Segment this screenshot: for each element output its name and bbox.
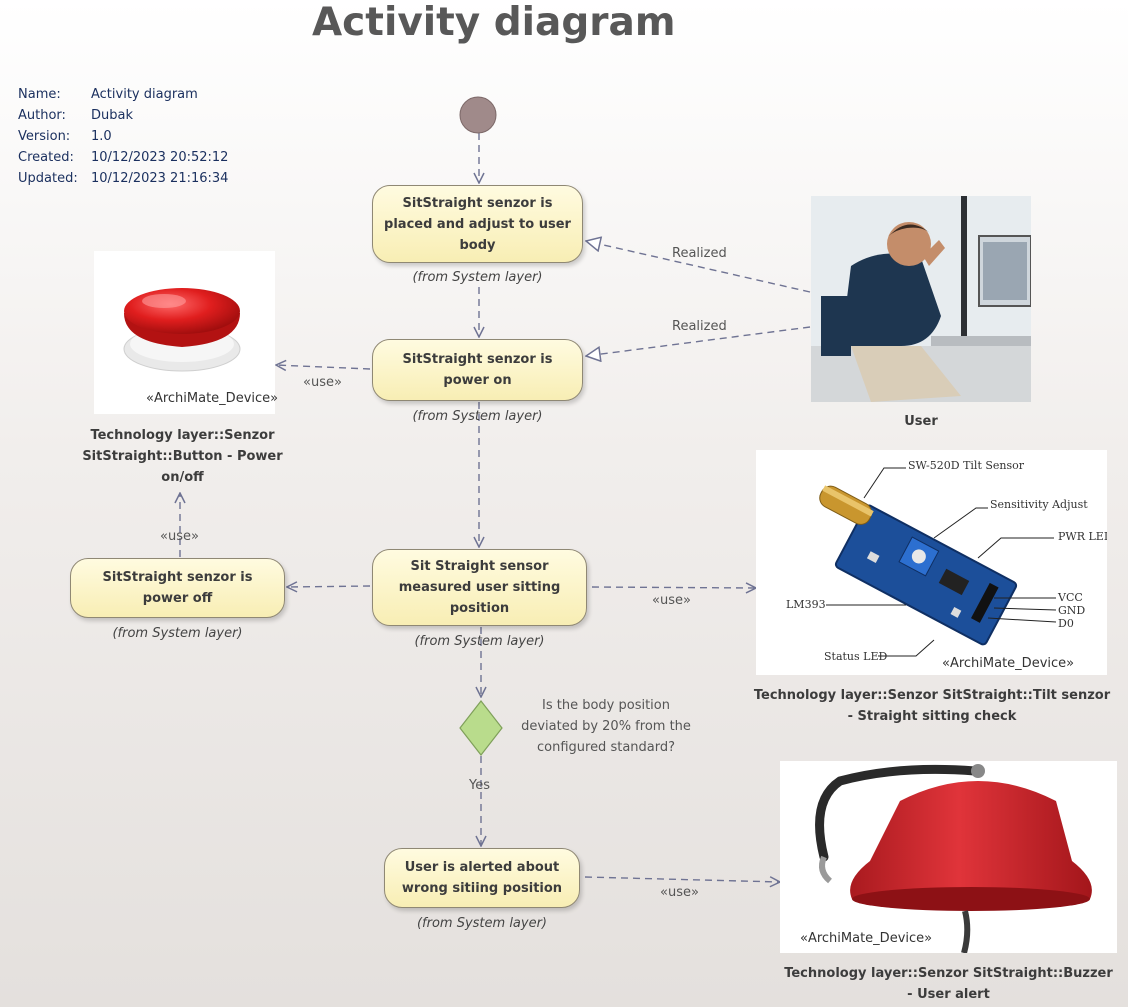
device-stereotype: «ArchiMate_Device» xyxy=(800,931,933,946)
meta-value: 10/12/2023 21:16:34 xyxy=(91,171,229,186)
realized-connector-1 xyxy=(586,241,811,293)
meta-row-author: Author: Dubak xyxy=(18,105,228,126)
use-label: «use» xyxy=(160,529,199,544)
tilt-callout-pwr-led: PWR LED xyxy=(1058,530,1107,543)
meta-value: Dubak xyxy=(91,108,133,123)
use-connector-button xyxy=(276,365,371,369)
buzzer-device-caption: Technology layer::Senzor SitStraight::Bu… xyxy=(784,966,1113,1002)
tilt-sensor-device-image[interactable]: SW-520D Tilt Sensor Sensitivity Adjust P… xyxy=(756,450,1107,675)
meta-row-version: Version: 1.0 xyxy=(18,126,228,147)
tilt-callout-d0: D0 xyxy=(1058,617,1074,630)
use-connector-poweroff xyxy=(287,586,371,587)
initial-node xyxy=(459,96,497,134)
tilt-callout-gnd: GND xyxy=(1058,604,1086,617)
tilt-sensor-board-icon xyxy=(819,467,1057,657)
red-button-icon xyxy=(123,288,241,372)
use-label: «use» xyxy=(660,885,699,900)
activity-sensor-power-on[interactable]: SitStraight senzor is power on xyxy=(372,339,583,401)
meta-key: Created: xyxy=(18,150,74,165)
user-actor-label: User xyxy=(904,414,938,429)
meta-row-updated: Updated: 10/12/2023 21:16:34 xyxy=(18,168,228,189)
activity-origin-label: (from System layer) xyxy=(416,916,548,931)
decision-node xyxy=(459,700,503,756)
activity-sensor-measured[interactable]: Sit Straight sensor measured user sittin… xyxy=(372,549,587,626)
realized-connector-2 xyxy=(586,326,811,356)
tilt-callout-sensor: SW-520D Tilt Sensor xyxy=(908,459,1025,472)
realized-label: Realized xyxy=(672,319,727,334)
diagram-metadata: Name: Activity diagram Author: Dubak Versi… xyxy=(18,84,228,189)
decision-question: Is the body position deviated by 20% fro… xyxy=(521,698,691,755)
meta-key: Version: xyxy=(18,129,71,144)
user-actor-image[interactable] xyxy=(811,196,1031,402)
meta-row-name: Name: Activity diagram xyxy=(18,84,228,105)
activity-origin-label: (from System layer) xyxy=(112,626,243,641)
activity-origin-label: (from System layer) xyxy=(412,409,543,424)
activity-sensor-power-off[interactable]: SitStraight senzor is power off xyxy=(70,558,285,618)
tilt-sensor-caption: Technology layer::Senzor SitStraight::Ti… xyxy=(753,688,1111,724)
meta-value: 1.0 xyxy=(91,129,112,144)
use-label: «use» xyxy=(303,375,342,390)
yes-guard-label: Yes xyxy=(469,778,490,793)
device-stereotype: «ArchiMate_Device» xyxy=(146,391,279,406)
red-buzzer-bell-icon xyxy=(815,764,1092,953)
activity-origin-label: (from System layer) xyxy=(412,270,543,285)
tilt-callout-vcc: VCC xyxy=(1058,591,1083,604)
meta-row-created: Created: 10/12/2023 20:52:12 xyxy=(18,147,228,168)
page-title: Activity diagram xyxy=(312,0,676,45)
tilt-callout-sensitivity: Sensitivity Adjust xyxy=(990,498,1088,511)
button-device-caption: Technology layer::Senzor SitStraight::Bu… xyxy=(82,428,283,485)
realized-label: Realized xyxy=(672,246,727,261)
tilt-callout-lm393: LM393 xyxy=(786,598,826,611)
activity-sensor-placed[interactable]: SitStraight senzor is placed and adjust … xyxy=(372,185,583,263)
meta-key: Author: xyxy=(18,108,66,123)
button-device-image[interactable] xyxy=(94,251,275,414)
activity-origin-label: (from System layer) xyxy=(414,634,545,649)
user-at-desk-icon xyxy=(811,196,1031,402)
use-connector-tilt xyxy=(591,587,756,588)
activity-user-alerted[interactable]: User is alerted about wrong sitiing posi… xyxy=(384,848,580,908)
use-label: «use» xyxy=(652,593,691,608)
use-connector-buzzer xyxy=(584,877,780,882)
buzzer-device-image[interactable] xyxy=(780,761,1117,953)
meta-value: 10/12/2023 20:52:12 xyxy=(91,150,229,165)
meta-key: Name: xyxy=(18,87,61,102)
tilt-callout-status-led: Status LED xyxy=(824,650,888,663)
device-stereotype: «ArchiMate_Device» xyxy=(942,656,1075,671)
meta-value: Activity diagram xyxy=(91,87,198,102)
meta-key: Updated: xyxy=(18,171,78,186)
